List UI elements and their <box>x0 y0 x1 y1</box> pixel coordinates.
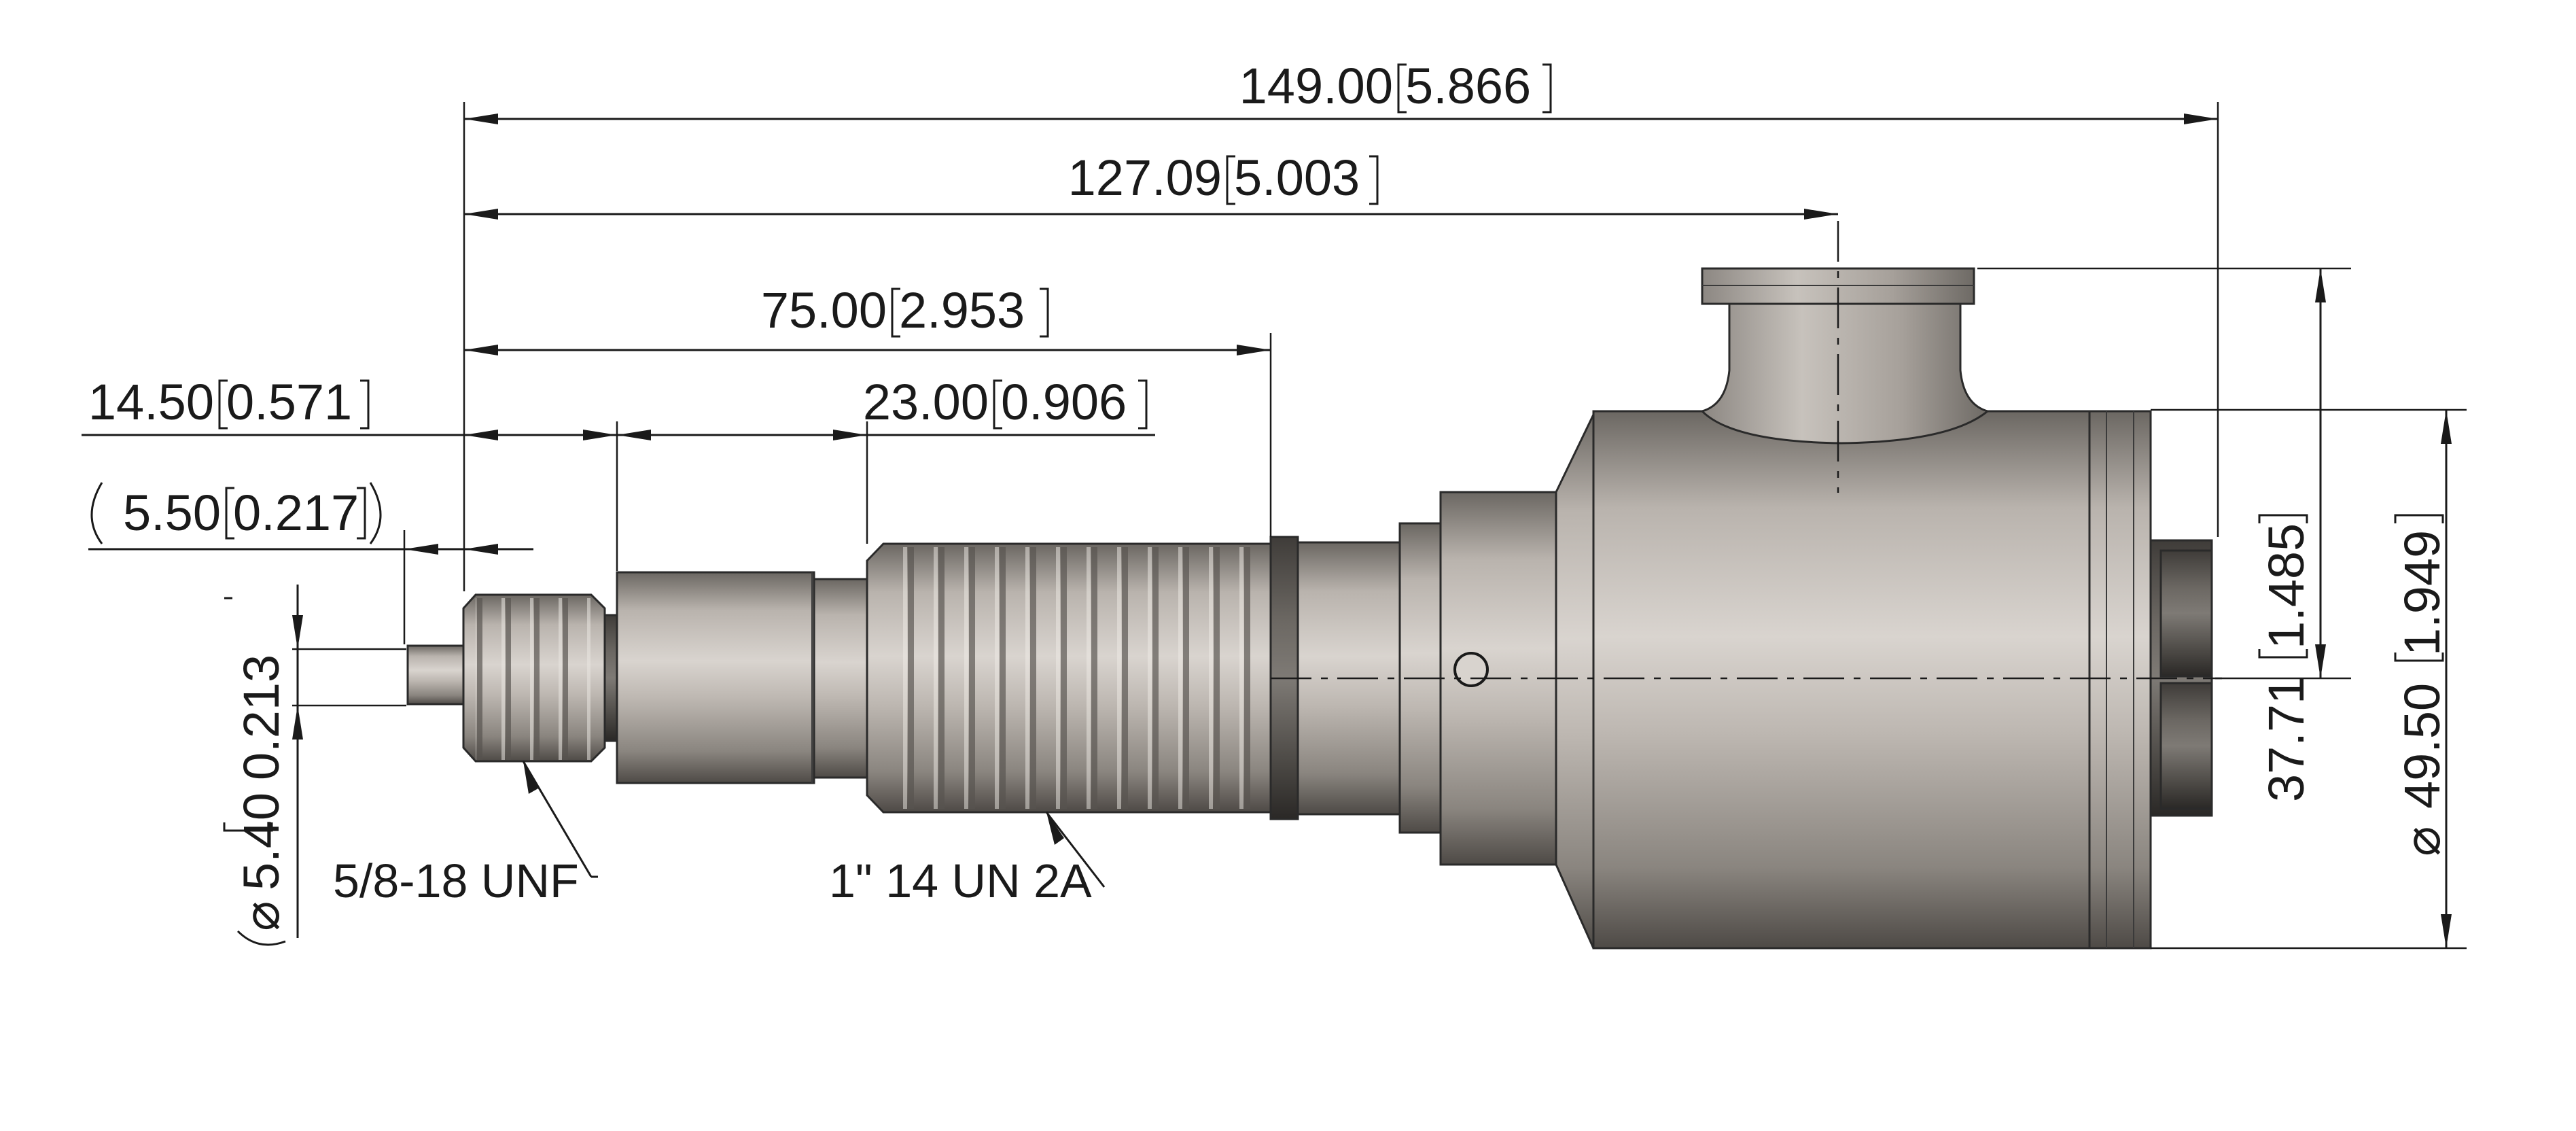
to-port-axis-imperial: 5.003 <box>1234 150 1360 206</box>
dim-thread-end: 75.00 2.953 <box>761 282 1025 338</box>
dim-body-diameter: ⌀ 49.50 1.949 <box>2394 530 2450 856</box>
body-diameter-metric: 49.50 <box>2394 683 2450 809</box>
tip-pin <box>406 644 467 706</box>
tip-length-imperial: 0.217 <box>233 485 359 541</box>
second-section-length-metric: 23.00 <box>863 374 989 430</box>
overall-length-metric: 149.00 <box>1239 58 1393 114</box>
cone-transition <box>1555 414 1595 949</box>
dim-port-height: 37.71 1.485 <box>2258 523 2314 802</box>
imperial-brackets <box>90 63 2444 946</box>
rear-nut-face-2 <box>2159 682 2213 810</box>
body-diameter-symbol: ⌀ <box>2394 826 2450 856</box>
dim-tip-diameter: ⌀ 5.40 0.213 <box>233 655 289 931</box>
neck <box>603 614 618 742</box>
large-thread-label: 1" 14 UN 2A <box>829 854 1092 907</box>
thread-end-imperial: 2.953 <box>899 282 1025 338</box>
second-section-length-imperial: 0.906 <box>1001 374 1127 430</box>
tip-diameter-imperial: 0.213 <box>233 655 289 780</box>
tip-diameter-symbol: ⌀ <box>233 901 289 931</box>
overall-length-imperial: 5.866 <box>1405 58 1531 114</box>
sensor-body <box>406 267 2213 950</box>
shank-collar <box>813 578 868 779</box>
rear-nut-face <box>2159 549 2213 678</box>
tip-diameter-metric: 5.40 <box>233 793 289 890</box>
rear-ring <box>2088 410 2152 950</box>
callout-large-thread: 1" 14 UN 2A <box>829 812 1106 907</box>
dim-second-section-length: 23.00 0.906 <box>863 374 1127 430</box>
to-port-axis-metric: 127.09 <box>1068 150 1222 206</box>
small-thread-grooves <box>476 598 591 760</box>
thread-end-metric: 75.00 <box>761 282 887 338</box>
callout-small-thread: 5/8-18 UNF <box>333 761 598 907</box>
dimension-lines <box>82 114 2452 948</box>
bleed-hole <box>1453 652 1489 687</box>
first-thread-length-metric: 14.50 <box>88 374 214 430</box>
main-body <box>1592 410 2091 950</box>
dim-overall-length: 149.00 5.866 <box>1239 58 1532 114</box>
shank <box>616 571 815 784</box>
tip-length-metric: 5.50 <box>123 485 221 541</box>
small-thread-label: 5/8-18 UNF <box>333 854 579 907</box>
extension-lines <box>292 102 2467 950</box>
first-thread-length-imperial: 0.571 <box>226 374 352 430</box>
port-height-metric: 37.71 <box>2258 676 2314 802</box>
port-height-imperial: 1.485 <box>2258 523 2314 649</box>
body-diameter-imperial: 1.949 <box>2394 530 2450 656</box>
dim-to-port-axis: 127.09 5.003 <box>1068 150 1360 206</box>
dim-tip-length: 5.50 0.217 <box>123 485 359 541</box>
dim-first-thread-length: 14.50 0.571 <box>88 374 352 430</box>
port-boss <box>1700 284 1990 445</box>
large-thread-grooves <box>883 547 1271 809</box>
